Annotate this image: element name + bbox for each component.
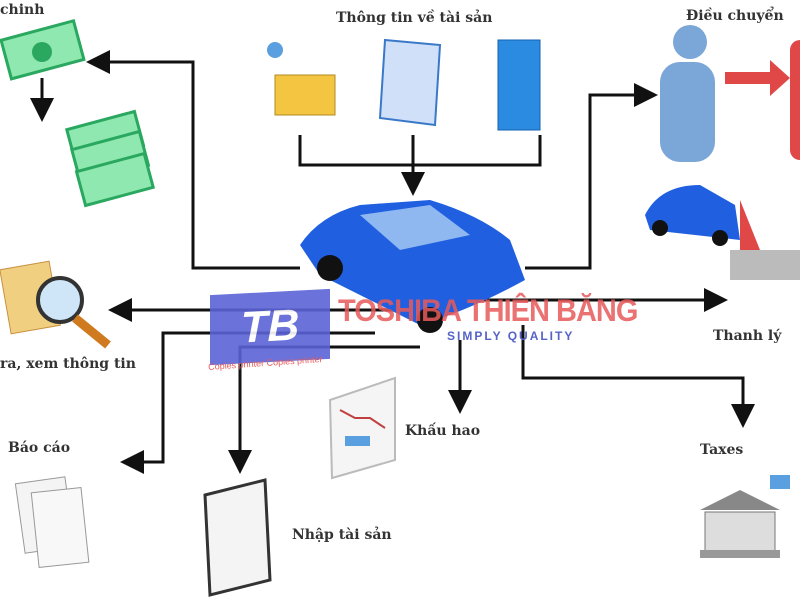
label-finance: chinh xyxy=(0,2,45,18)
bank-icon xyxy=(700,475,790,558)
import-asset-icon xyxy=(203,478,272,597)
label-report: Báo cáo xyxy=(8,440,71,456)
transfer-people-icon xyxy=(660,25,800,162)
label-import: Nhập tài sản xyxy=(292,527,392,543)
label-lookup: ra, xem thông tin xyxy=(0,356,136,372)
lookup-icon xyxy=(0,260,111,349)
label-asset-info: Thông tin về tài sản xyxy=(336,10,493,26)
watermark-slogan: SIMPLY QUALITY xyxy=(447,329,575,343)
report-icon xyxy=(14,476,90,568)
watermark-brand: TOSHIBA THIÊN BĂNG xyxy=(338,293,638,329)
asset-info-icons xyxy=(267,38,541,131)
label-taxes: Taxes xyxy=(700,442,744,458)
tow-truck-icon xyxy=(645,185,800,280)
money-icon xyxy=(0,19,156,208)
car-icon xyxy=(300,200,525,333)
label-transfer: Điều chuyển xyxy=(686,8,784,24)
label-depreciation: Khấu hao xyxy=(405,423,481,439)
depreciation-icon xyxy=(328,376,396,480)
label-disposal: Thanh lý xyxy=(713,328,782,344)
